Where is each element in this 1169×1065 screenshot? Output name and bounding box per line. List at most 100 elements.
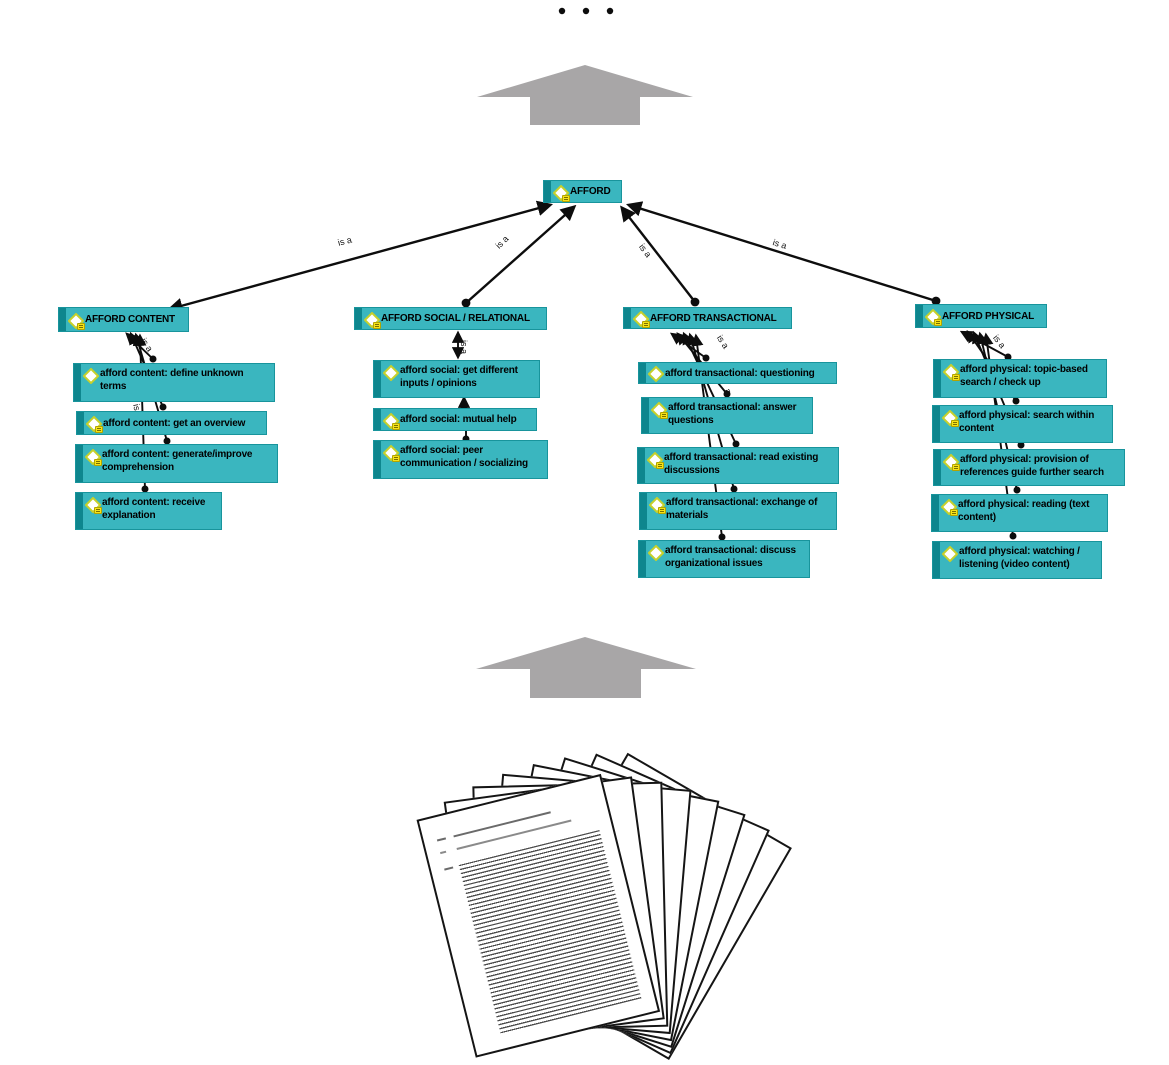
node-afford-transactional-discuss-organizational-issues[interactable]: afford transactional: discuss organizati…	[638, 540, 810, 578]
node-afford-content-receive-explanation[interactable]: afford content: receive explanation	[75, 492, 222, 530]
code-icon	[940, 498, 958, 516]
node-label: afford physical: reading (text content)	[958, 499, 1090, 523]
page-body-text	[458, 829, 642, 1034]
code-icon	[647, 365, 665, 383]
memo-icon	[94, 507, 102, 514]
node-afford-content-get-an-overview[interactable]: afford content: get an overview	[76, 411, 267, 435]
node-label: AFFORD PHYSICAL	[942, 310, 1035, 322]
memo-icon	[562, 194, 570, 202]
node-label: afford transactional: answer questions	[668, 402, 797, 426]
memo-icon	[660, 412, 668, 419]
is-a-main-edges	[166, 200, 941, 314]
node-afford-physical-watching-listening-video-content[interactable]: afford physical: watching / listening (v…	[932, 541, 1102, 579]
node-color-bar	[639, 363, 646, 383]
node-label: afford social: get different inputs / op…	[400, 365, 518, 389]
node-color-bar	[640, 493, 647, 529]
memo-icon	[952, 374, 960, 381]
node-label: afford physical: provision of references…	[960, 454, 1104, 478]
code-diamond-icon	[647, 544, 665, 562]
node-label: afford transactional: questioning	[665, 367, 815, 379]
node-color-bar	[642, 398, 649, 433]
node-afford-transactional-read-existing-discussions[interactable]: afford transactional: read existing disc…	[637, 447, 839, 484]
page-heading-line	[453, 811, 551, 838]
node-color-bar	[544, 181, 551, 202]
memo-icon	[951, 420, 959, 427]
code-diamond-icon	[941, 545, 959, 563]
node-color-bar	[933, 406, 940, 442]
edge-label-is: is	[131, 402, 143, 412]
memo-icon	[656, 462, 664, 469]
node-color-bar	[77, 412, 84, 434]
node-color-bar	[76, 445, 83, 482]
node-afford-physical-topic-based-search-check-up[interactable]: afford physical: topic-based search / ch…	[933, 359, 1107, 398]
node-label: afford physical: watching / listening (v…	[959, 546, 1080, 570]
memo-icon	[642, 321, 650, 328]
code-diamond-icon	[382, 364, 400, 382]
code-icon	[942, 453, 960, 471]
code-diamond-icon	[82, 367, 100, 385]
memo-icon	[392, 455, 400, 462]
code-icon	[382, 412, 400, 430]
code-icon	[941, 409, 959, 427]
node-afford-social-get-different-inputs-opinions[interactable]: afford social: get different inputs / op…	[373, 360, 540, 398]
page-paragraph-mark	[440, 850, 447, 855]
node-afford-transactional-questioning[interactable]: afford transactional: questioning	[638, 362, 837, 384]
node-label: afford content: generate/improve compreh…	[102, 449, 253, 473]
code-icon	[647, 544, 665, 562]
node-afford-physical-reading-text-content[interactable]: afford physical: reading (text content)	[931, 494, 1108, 532]
code-icon	[646, 451, 664, 469]
code-icon	[650, 401, 668, 419]
node-color-bar	[916, 305, 923, 327]
node-afford-transactional-answer-questions[interactable]: afford transactional: answer questions	[641, 397, 813, 434]
code-icon	[382, 364, 400, 382]
node-afford-physical[interactable]: AFFORD PHYSICAL	[915, 304, 1047, 328]
memo-icon	[94, 459, 102, 466]
code-icon	[382, 444, 400, 462]
edge-label-is-a: is a	[459, 340, 469, 355]
flow-arrow-up-bottom	[476, 637, 696, 698]
code-icon	[84, 448, 102, 466]
node-afford-physical-search-within-content[interactable]: afford physical: search within content	[932, 405, 1113, 443]
node-color-bar	[355, 308, 362, 329]
node-label: afford transactional: discuss organizati…	[665, 545, 796, 569]
ellipsis-dots	[558, 7, 614, 15]
node-afford-content[interactable]: AFFORD CONTENT	[58, 307, 189, 332]
code-icon	[552, 184, 570, 202]
node-label: afford transactional: read existing disc…	[664, 452, 819, 476]
memo-icon	[373, 321, 381, 329]
memo-icon	[950, 509, 958, 516]
page-paragraph-mark	[444, 866, 454, 871]
memo-icon	[95, 426, 103, 433]
code-icon	[84, 496, 102, 514]
code-icon	[648, 496, 666, 514]
node-afford-transactional-exchange-of-materials[interactable]: afford transactional: exchange of materi…	[639, 492, 837, 530]
code-diamond-icon	[647, 365, 665, 383]
node-label: afford content: define unknown terms	[100, 368, 244, 392]
node-afford-social-mutual-help[interactable]: afford social: mutual help	[373, 408, 537, 431]
node-afford-content-define-unknown-terms[interactable]: afford content: define unknown terms	[73, 363, 275, 402]
code-icon	[941, 545, 959, 563]
node-color-bar	[639, 541, 646, 577]
node-color-bar	[74, 364, 81, 401]
node-color-bar	[932, 495, 939, 531]
memo-icon	[658, 507, 666, 514]
node-label: AFFORD SOCIAL / RELATIONAL	[381, 313, 530, 324]
node-label: afford content: receive explanation	[102, 497, 206, 521]
node-afford-content-generate-improve-comprehension[interactable]: afford content: generate/improve compreh…	[75, 444, 278, 483]
code-icon	[632, 310, 650, 328]
node-color-bar	[374, 361, 381, 397]
node-label: afford content: get an overview	[103, 417, 246, 429]
node-afford-transactional[interactable]: AFFORD TRANSACTIONAL	[623, 307, 792, 329]
node-afford-social-relational[interactable]: AFFORD SOCIAL / RELATIONAL	[354, 307, 547, 330]
node-label: AFFORD CONTENT	[85, 314, 175, 325]
code-icon	[942, 363, 960, 381]
node-afford-social-peer-communication-socializing[interactable]: afford social: peer communication / soci…	[373, 440, 548, 479]
node-afford[interactable]: AFFORD	[543, 180, 622, 203]
node-color-bar	[638, 448, 645, 483]
node-color-bar	[934, 360, 941, 397]
node-afford-physical-provision-of-references[interactable]: afford physical: provision of references…	[933, 449, 1125, 486]
memo-icon	[77, 322, 85, 330]
code-icon	[67, 312, 85, 330]
node-label: AFFORD TRANSACTIONAL	[650, 312, 777, 324]
